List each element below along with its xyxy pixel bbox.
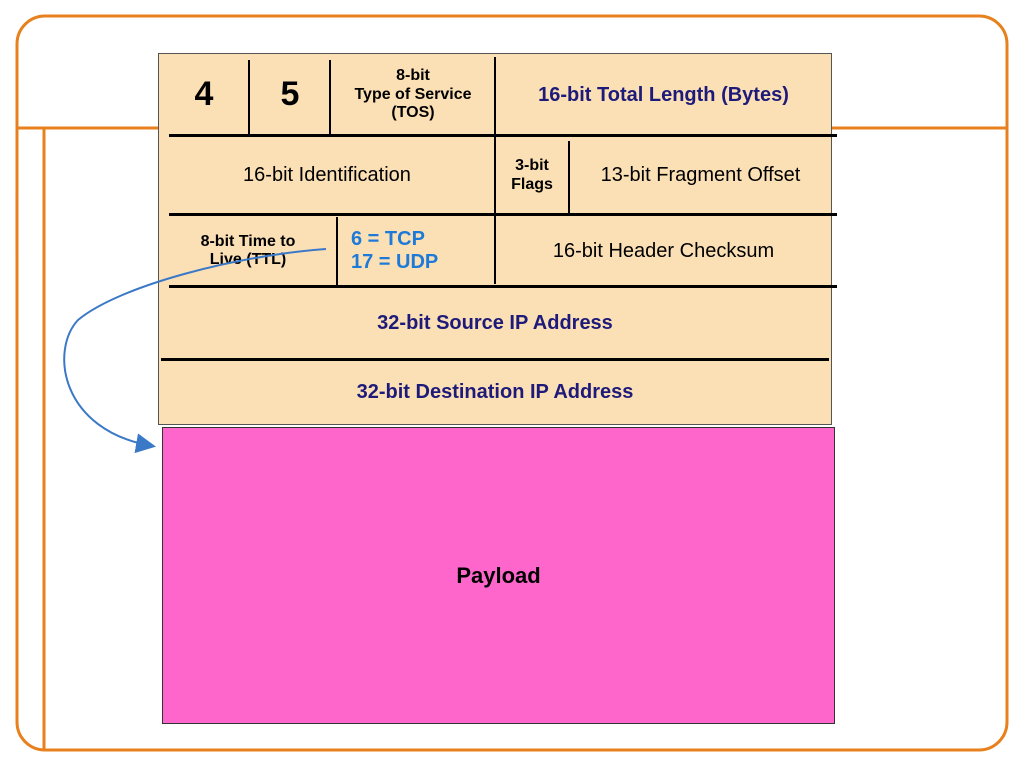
flags-line2: Flags bbox=[511, 175, 553, 193]
source-ip-field: 32-bit Source IP Address bbox=[159, 288, 831, 358]
row-divider bbox=[169, 134, 837, 137]
divider bbox=[494, 216, 496, 284]
divider bbox=[568, 141, 570, 214]
ttl-line2: Live (TTL) bbox=[209, 251, 287, 268]
tos-line2: Type of Service bbox=[354, 85, 472, 103]
ttl-line1: 8-bit Time to bbox=[200, 232, 296, 250]
total-length-field: 16-bit Total Length (Bytes) bbox=[496, 54, 831, 136]
divider bbox=[494, 137, 496, 214]
version-value: 4 bbox=[194, 75, 214, 114]
header-checksum-field: 16-bit Header Checksum bbox=[496, 216, 831, 286]
fragment-offset-field: 13-bit Fragment Offset bbox=[570, 137, 831, 214]
destination-ip-label: 32-bit Destination IP Address bbox=[356, 381, 634, 403]
protocol-udp: 17 = UDP bbox=[351, 251, 439, 273]
divider bbox=[494, 57, 496, 137]
ihl-field: 5 bbox=[250, 54, 330, 136]
row-divider bbox=[169, 285, 837, 288]
source-ip-label: 32-bit Source IP Address bbox=[377, 311, 613, 334]
flags-field: 3-bit Flags bbox=[496, 137, 568, 214]
divider bbox=[329, 60, 331, 134]
tos-line3: (TOS) bbox=[391, 104, 435, 122]
divider bbox=[248, 60, 250, 134]
row-divider bbox=[169, 213, 837, 216]
divider bbox=[336, 217, 338, 286]
ttl-field: 8-bit Time to Live (TTL) bbox=[159, 216, 337, 286]
ip-header-table: 4 5 8-bit Type of Service (TOS) 16-bit T… bbox=[158, 53, 837, 425]
total-length-label: 16-bit Total Length (Bytes) bbox=[538, 83, 789, 106]
payload-block: Payload bbox=[162, 427, 835, 724]
header-checksum-label: 16-bit Header Checksum bbox=[552, 239, 775, 262]
protocol-tcp: 6 = TCP bbox=[351, 228, 425, 250]
ihl-value: 5 bbox=[280, 75, 300, 114]
fragment-offset-label: 13-bit Fragment Offset bbox=[600, 164, 801, 186]
version-field: 4 bbox=[159, 54, 249, 136]
flags-line1: 3-bit bbox=[515, 157, 549, 175]
payload-label: Payload bbox=[456, 562, 541, 588]
identification-field: 16-bit Identification bbox=[159, 137, 495, 214]
destination-ip-field: 32-bit Destination IP Address bbox=[159, 361, 831, 424]
protocol-field: 6 = TCP 17 = UDP bbox=[351, 216, 493, 286]
tos-line1: 8-bit bbox=[396, 67, 430, 85]
row-divider bbox=[161, 358, 829, 361]
tos-field: 8-bit Type of Service (TOS) bbox=[331, 54, 495, 136]
identification-label: 16-bit Identification bbox=[243, 164, 411, 186]
